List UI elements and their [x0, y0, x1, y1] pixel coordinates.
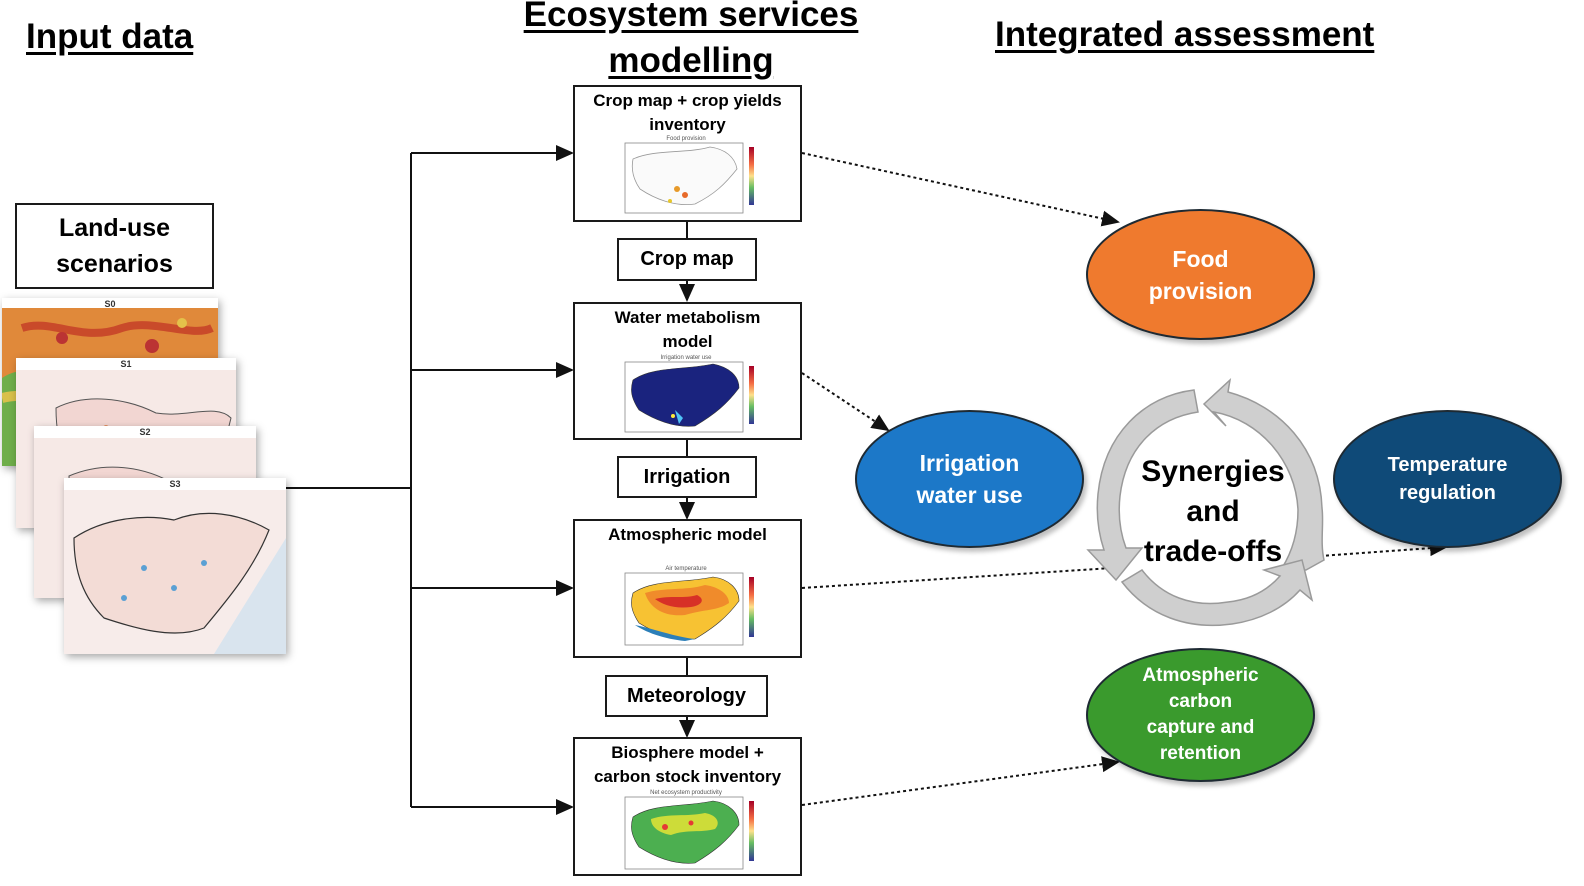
cycle-arrow-bottom	[1120, 559, 1314, 627]
temperature-line2: regulation	[1399, 482, 1496, 504]
food-provision-ellipse: Food provision	[1086, 209, 1315, 340]
irrigation-water-use-ellipse: Irrigation water use	[855, 410, 1084, 548]
land-use-title-line2: scenarios	[56, 250, 173, 278]
irrigation-map-graphic	[624, 361, 754, 433]
land-use-title-line1: Land-use	[58, 214, 171, 242]
biosphere-model-title: Biosphere model + carbon stock inventory	[575, 739, 800, 789]
temperature-map-graphic	[624, 572, 754, 646]
model-box-water: Water metabolism model Irrigation water …	[573, 302, 802, 440]
food-line1: Food	[1172, 245, 1229, 272]
scenario-label-s0: S0	[104, 299, 116, 309]
carbon-capture-ellipse: Atmospheric carbon capture and retention	[1086, 648, 1315, 782]
crop-map-link: Crop map	[617, 238, 757, 281]
food-provision-thumbnail: Food provision	[624, 136, 761, 215]
crop-model-title: Crop map + crop yields inventory	[575, 87, 800, 137]
atmospheric-model-title-line1: Atmospheric model	[608, 525, 767, 544]
biosphere-model-title-line1: Biosphere model +	[611, 743, 764, 762]
irrigation-link: Irrigation	[617, 456, 757, 498]
synergies-line3: trade-offs	[1143, 535, 1283, 568]
carbon-line1: Atmospheric	[1142, 665, 1259, 686]
crop-model-title-line2: inventory	[649, 115, 726, 134]
water-model-title: Water metabolism model	[575, 304, 800, 354]
water-model-title-line1: Water metabolism	[614, 308, 761, 327]
atmospheric-model-title: Atmospheric model	[575, 521, 800, 547]
temperature-line1: Temperature	[1387, 454, 1508, 476]
input-data-title: Input data	[26, 17, 194, 56]
synergies-label: Synergies and trade-offs	[1128, 452, 1298, 572]
irrigation-line2: water use	[916, 482, 1023, 508]
model-box-crop: Crop map + crop yields inventory Food pr…	[573, 85, 802, 222]
temperature-regulation-ellipse: Temperature regulation	[1333, 410, 1562, 548]
synergies-line2: and	[1186, 495, 1240, 528]
synergies-line1: Synergies	[1141, 455, 1285, 488]
modelling-title-line1: Ecosystem services	[523, 0, 859, 34]
ecosystem-modelling-title: Ecosystem services modelling	[508, 0, 874, 84]
water-model-title-line2: model	[662, 332, 713, 351]
carbon-line4: retention	[1159, 743, 1242, 764]
biosphere-model-title-line2: carbon stock inventory	[593, 767, 782, 786]
cycle-arrow-right	[1202, 377, 1325, 571]
carbon-line3: capture and	[1146, 717, 1255, 738]
crop-model-title-line1: Crop map + crop yields	[593, 91, 782, 110]
irrigation-thumbnail: Irrigation water use	[624, 355, 761, 434]
net-ecosystem-productivity-map-caption: Net ecosystem productivity	[650, 790, 722, 796]
cycle-arrow-left	[1086, 389, 1199, 582]
scenario-label-s2: S2	[139, 427, 151, 437]
food-map-graphic	[624, 142, 754, 214]
integrated-assessment-title: Integrated assessment	[995, 15, 1375, 54]
air-temperature-thumbnail: Air temperature	[624, 566, 761, 649]
food-map-caption: Food provision	[666, 136, 706, 142]
modelling-title-line2: modelling	[608, 41, 774, 80]
irrigation-line1: Irrigation	[919, 450, 1020, 476]
model-box-biosphere: Biosphere model + carbon stock inventory…	[573, 737, 802, 876]
air-temperature-map-caption: Air temperature	[665, 566, 707, 572]
food-line2: provision	[1148, 277, 1253, 304]
land-use-scenarios-box: Land-use scenarios	[15, 203, 214, 289]
s3-map-graphic	[64, 490, 286, 654]
biosphere-map-graphic	[624, 796, 754, 870]
meteorology-link: Meteorology	[605, 675, 768, 717]
carbon-line2: carbon	[1168, 691, 1233, 712]
irrigation-map-caption: Irrigation water use	[660, 355, 712, 361]
scenario-label-s1: S1	[120, 359, 132, 369]
synergies-cycle-arrows	[1086, 377, 1325, 627]
net-ecosystem-productivity-thumbnail: Net ecosystem productivity	[624, 790, 761, 873]
scenario-label-s3: S3	[169, 479, 181, 489]
model-box-atmospheric: Atmospheric model Air temperature	[573, 519, 802, 658]
scenario-map-s3: S3	[64, 478, 286, 654]
